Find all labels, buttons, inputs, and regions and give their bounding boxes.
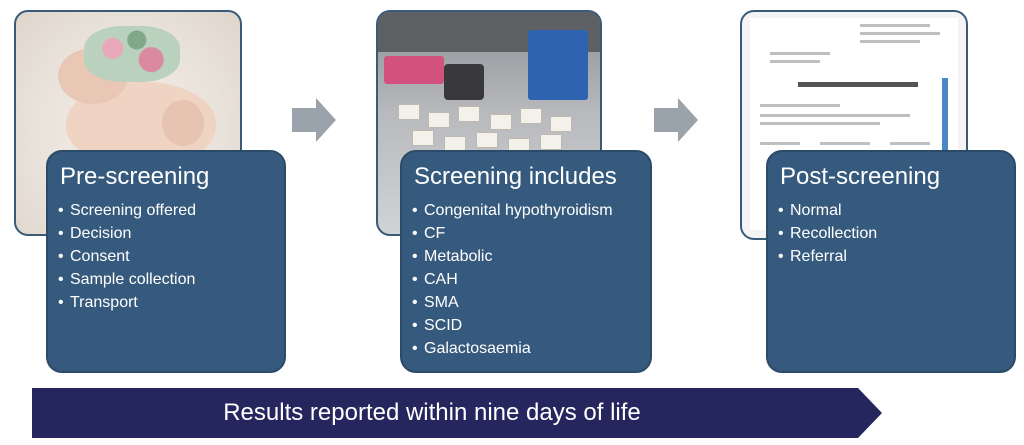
card-list: Screening offered Decision Consent Sampl… [58, 199, 196, 314]
post-screening-card: Post-screening Normal Recollection Refer… [766, 150, 1016, 373]
list-item: Normal [778, 199, 877, 222]
card-list: Congenital hypothyroidism CF Metabolic C… [412, 199, 613, 360]
list-item: Consent [58, 245, 196, 268]
card-list: Normal Recollection Referral [778, 199, 877, 268]
card-title: Pre-screening [60, 163, 210, 190]
screening-includes-card: Screening includes Congenital hypothyroi… [400, 150, 652, 373]
list-item: Transport [58, 291, 196, 314]
timeline-label: Results reported within nine days of lif… [223, 399, 641, 426]
list-item: SCID [412, 314, 613, 337]
list-item: Metabolic [412, 245, 613, 268]
flow-arrow-2 [654, 98, 698, 142]
list-item: CAH [412, 268, 613, 291]
card-title: Screening includes [414, 163, 617, 190]
list-item: Sample collection [58, 268, 196, 291]
list-item: Recollection [778, 222, 877, 245]
list-item: SMA [412, 291, 613, 314]
timeline-arrow [32, 388, 882, 438]
list-item: Galactosaemia [412, 337, 613, 360]
flow-arrow-1 [292, 98, 336, 142]
pre-screening-card: Pre-screening Screening offered Decision… [46, 150, 286, 373]
list-item: Screening offered [58, 199, 196, 222]
card-title: Post-screening [780, 163, 941, 190]
list-item: Congenital hypothyroidism [412, 199, 613, 222]
list-item: Referral [778, 245, 877, 268]
list-item: Decision [58, 222, 196, 245]
list-item: CF [412, 222, 613, 245]
